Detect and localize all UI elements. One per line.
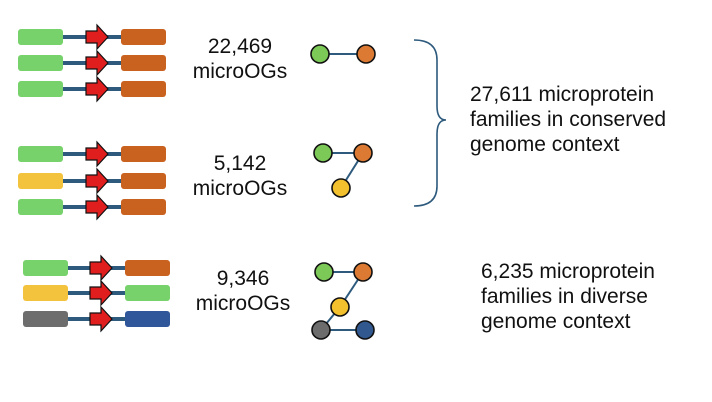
downstream-gene-box [121, 81, 166, 97]
network-node [310, 44, 330, 64]
downstream-gene-box [125, 311, 170, 327]
downstream-gene-box [121, 146, 166, 162]
group-3-unit: microOGs [195, 292, 291, 315]
operon-row [23, 279, 170, 307]
group-3-count: 9,346 [216, 267, 270, 290]
network-node [314, 262, 334, 282]
network-2 [313, 143, 373, 198]
operon-group-2 [18, 140, 166, 221]
network-node [311, 320, 331, 340]
network-node [356, 44, 376, 64]
upstream-gene-box [23, 285, 68, 301]
operon-group-3 [23, 254, 170, 333]
microprotein-arrow [89, 254, 113, 282]
microprotein-arrow [85, 167, 109, 195]
operon-row [23, 305, 170, 333]
operon-row [18, 193, 166, 221]
group-1-unit: microOGs [192, 60, 288, 83]
group-1-label: 22,469 microOGs [185, 34, 295, 84]
network-node [313, 143, 333, 163]
microprotein-arrow [85, 193, 109, 221]
diverse-summary: 6,235 microprotein families in diverse g… [481, 259, 655, 334]
conserved-groups-bracket [413, 39, 447, 207]
upstream-gene-box [18, 81, 63, 97]
network-1 [310, 44, 376, 64]
genome-context-networks [310, 44, 376, 340]
upstream-gene-box [18, 29, 63, 45]
downstream-gene-box [121, 55, 166, 71]
upstream-gene-box [18, 173, 63, 189]
conserved-summary-line-3: genome context [470, 133, 620, 156]
operon-row [18, 140, 166, 168]
group-1-count: 22,469 [207, 35, 273, 58]
group-2-label: 5,142 microOGs [185, 151, 295, 201]
downstream-gene-box [125, 260, 170, 276]
conserved-summary-line-1: 27,611 microprotein [470, 83, 655, 106]
group-2-count: 5,142 [213, 152, 267, 175]
upstream-gene-box [23, 260, 68, 276]
operon-group-1 [18, 23, 166, 103]
operon-row [18, 75, 166, 103]
operon-row [18, 49, 166, 77]
downstream-gene-box [121, 29, 166, 45]
network-node [353, 143, 373, 163]
network-node [331, 178, 351, 198]
upstream-gene-box [18, 55, 63, 71]
operon-row [18, 23, 166, 51]
downstream-gene-box [125, 285, 170, 301]
network-node [330, 297, 350, 317]
network-3 [311, 262, 375, 340]
group-2-unit: microOGs [192, 177, 288, 200]
diverse-summary-line-3: genome context [481, 310, 631, 333]
conserved-summary: 27,611 microprotein families in conserve… [470, 82, 666, 157]
diverse-summary-line-1: 6,235 microprotein [481, 260, 655, 283]
gene-operon-rows [18, 23, 170, 333]
diverse-summary-line-2: families in diverse [481, 285, 648, 308]
microprotein-arrow [85, 49, 109, 77]
microprotein-arrow [85, 140, 109, 168]
network-node [353, 262, 373, 282]
upstream-gene-box [18, 146, 63, 162]
conserved-summary-line-2: families in conserved [470, 108, 667, 131]
operon-row [18, 167, 166, 195]
microprotein-arrow [89, 305, 113, 333]
upstream-gene-box [18, 199, 63, 215]
network-node [355, 320, 375, 340]
upstream-gene-box [23, 311, 68, 327]
operon-row [23, 254, 170, 282]
microprotein-arrow [89, 279, 113, 307]
group-3-label: 9,346 microOGs [188, 266, 298, 316]
microprotein-arrow [85, 23, 109, 51]
microprotein-arrow [85, 75, 109, 103]
downstream-gene-box [121, 199, 166, 215]
downstream-gene-box [121, 173, 166, 189]
